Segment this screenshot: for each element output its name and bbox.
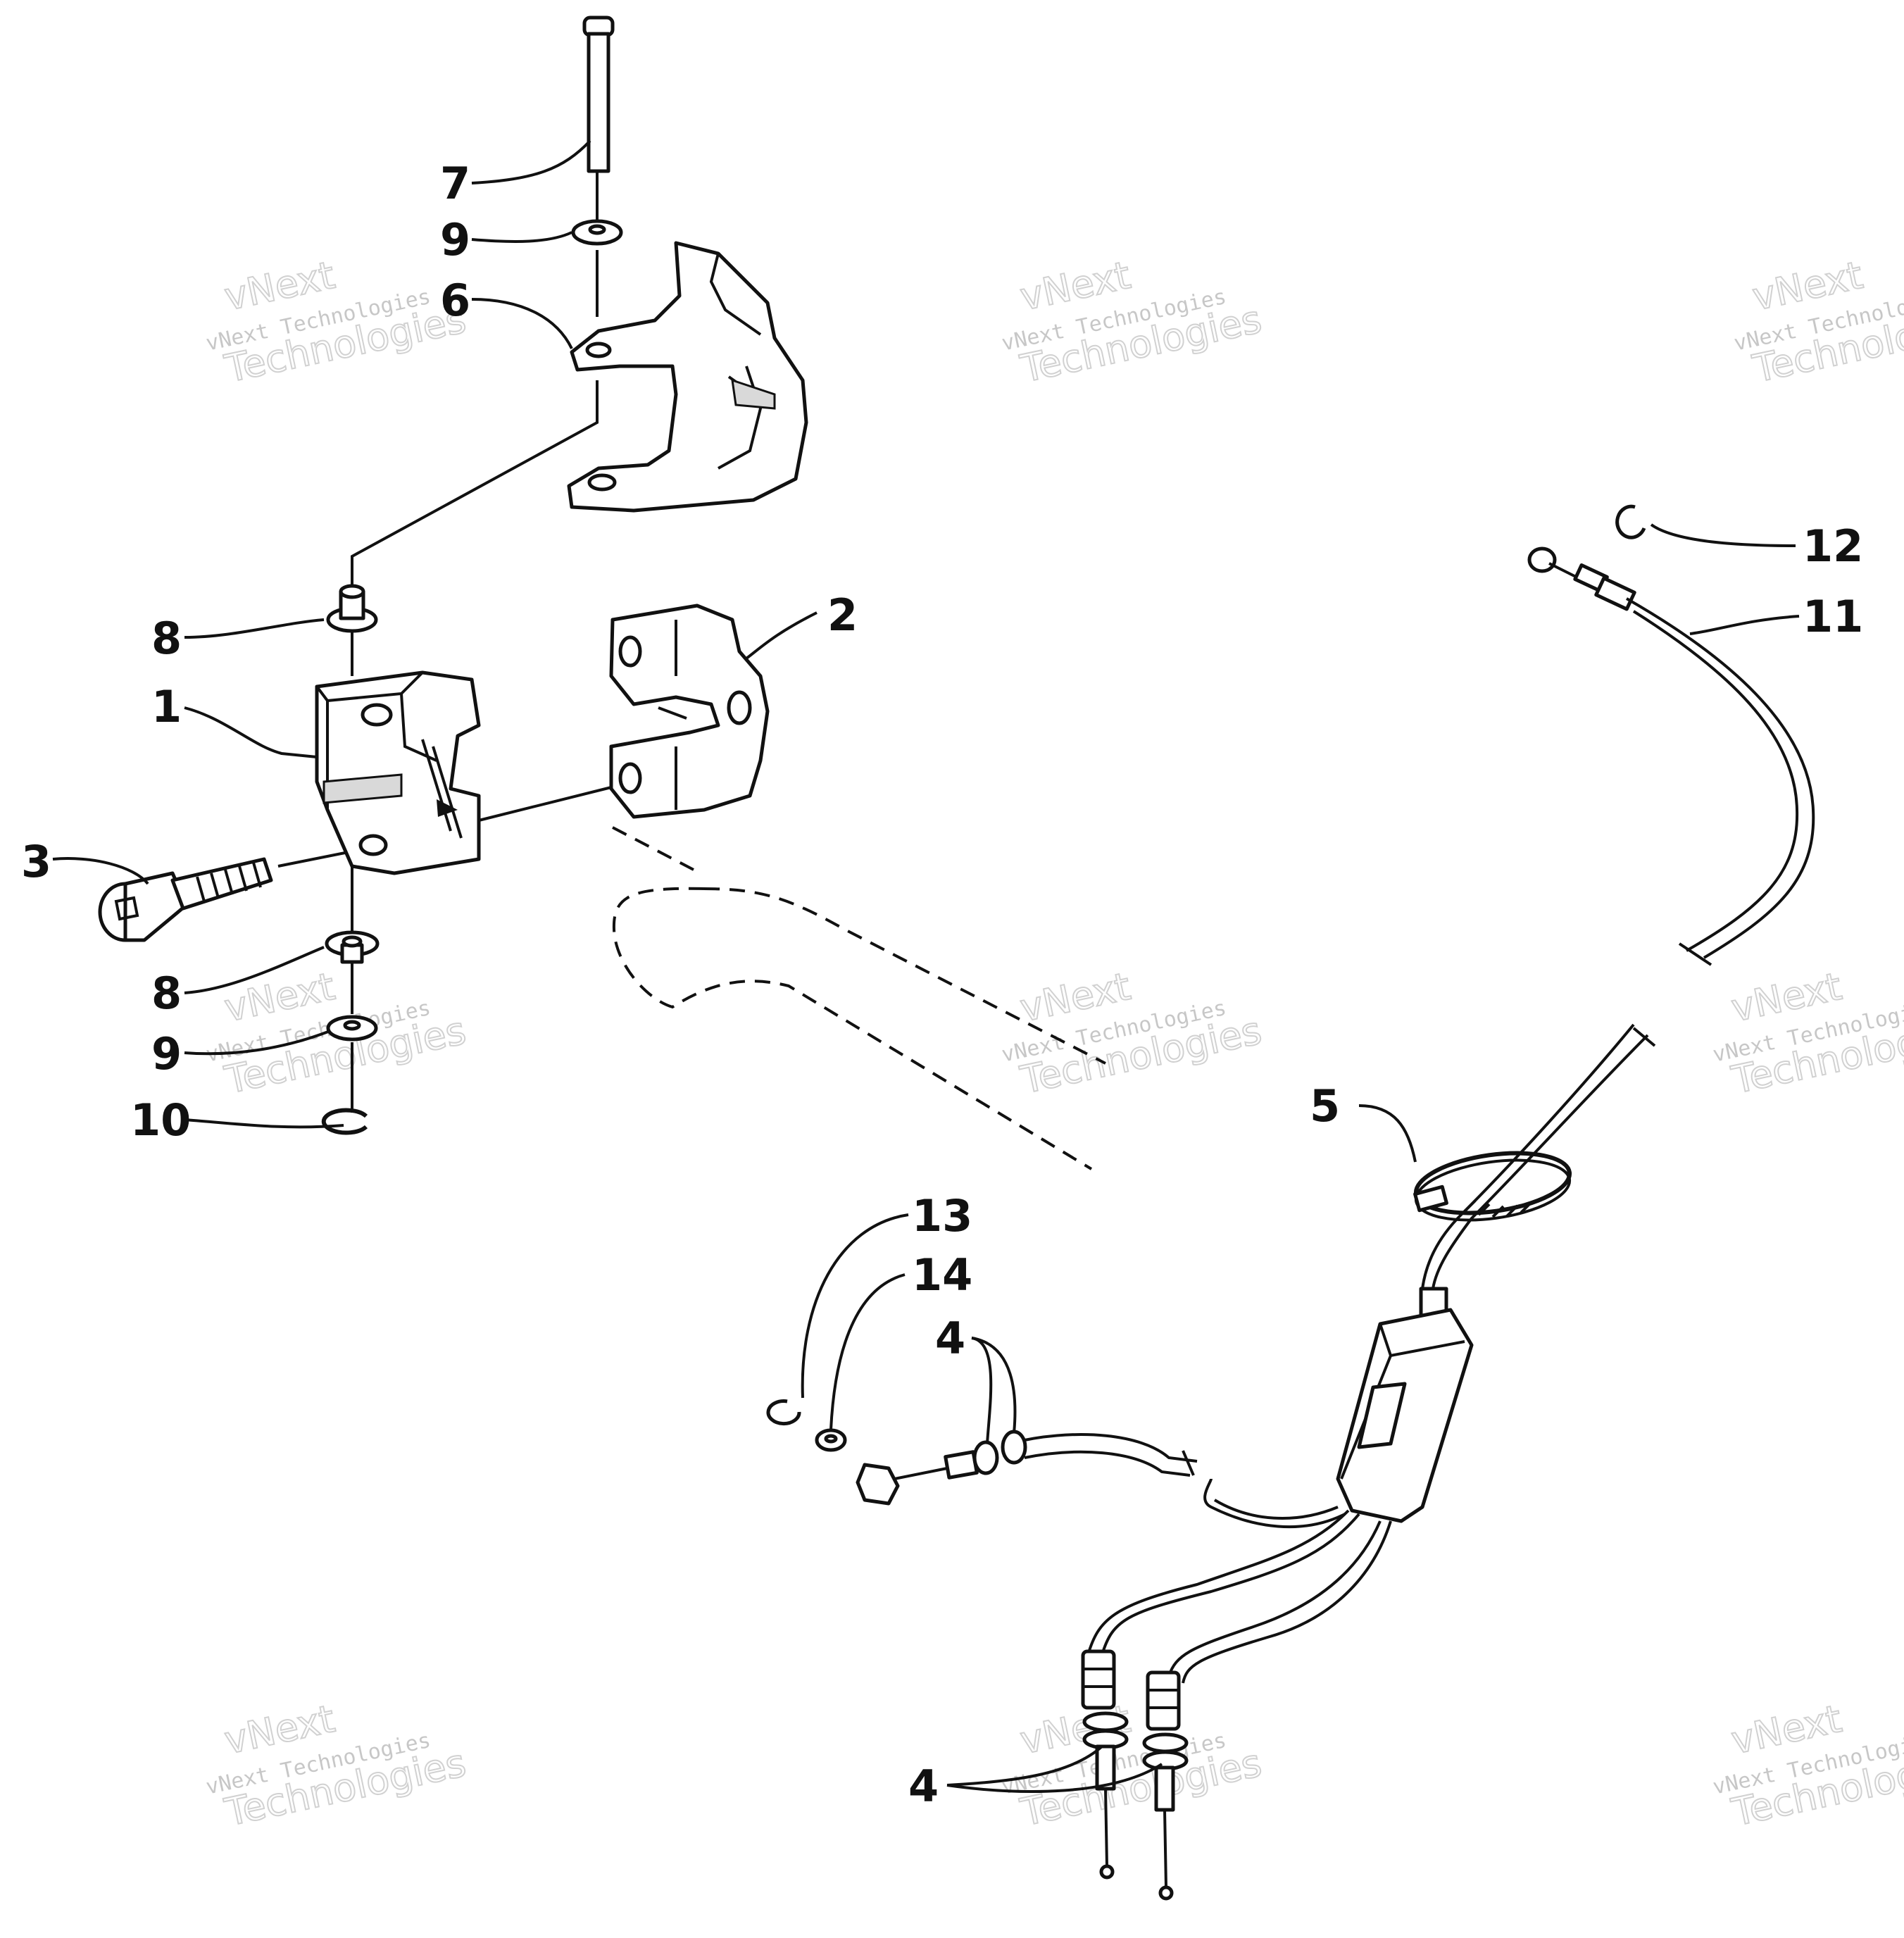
cable-lower — [1421, 1023, 1656, 1289]
callout-4-lower: 4 — [908, 1761, 939, 1812]
watermark: vNext vNext Technologies Technologies — [1710, 1696, 1904, 1836]
callout-11: 11 — [1803, 591, 1863, 642]
watermark: vNext vNext Technologies Technologies — [203, 252, 470, 392]
cable-11 — [1527, 546, 1815, 966]
watermark: vNext vNext Technologies Technologies — [999, 1696, 1266, 1836]
callout-1: 1 — [151, 681, 182, 732]
callouts: 7 9 6 8 1 2 3 8 9 10 12 11 5 13 14 4 4 — [21, 158, 1863, 1812]
callout-10: 10 — [130, 1094, 191, 1146]
callout-9-top: 9 — [440, 214, 470, 265]
hose-clamp-5 — [1413, 1151, 1572, 1222]
assembly-lines — [277, 169, 620, 1113]
callout-4-upper: 4 — [935, 1313, 965, 1364]
cable-fitting-4-small — [856, 1430, 1198, 1506]
washer-9-bottom — [326, 1015, 378, 1042]
cable-fitting-4-left — [1081, 1649, 1129, 1880]
callout-7: 7 — [440, 158, 470, 209]
bushing-8-top — [326, 584, 378, 633]
handlebar-outline — [612, 826, 1106, 1170]
clamp-cap-2 — [609, 604, 770, 819]
cable-fitting-4-right — [1142, 1670, 1189, 1901]
clip-12 — [1615, 504, 1646, 539]
callout-13: 13 — [912, 1190, 972, 1242]
watermark: vNext vNext Technologies Technologies — [1731, 252, 1904, 392]
bushing-8-bottom — [325, 930, 380, 964]
cap-screw-3 — [98, 857, 273, 942]
callout-8-top: 8 — [151, 613, 182, 664]
clamp-block-1 — [315, 670, 481, 875]
lower-cables — [1086, 1478, 1392, 1684]
callout-6: 6 — [440, 275, 470, 326]
washer-14 — [815, 1428, 847, 1452]
washer-9-top — [571, 219, 623, 246]
watermark: vNext vNext Technologies Technologies — [999, 252, 1266, 392]
watermark: vNext vNext Technologies Technologies — [999, 963, 1266, 1104]
throttle-housing — [1336, 1287, 1474, 1523]
bracket-6 — [567, 241, 808, 513]
callout-12: 12 — [1803, 520, 1863, 572]
watermark: vNext vNext Technologies Technologies — [203, 1696, 470, 1836]
callout-3: 3 — [21, 836, 51, 887]
watermark: vNext vNext Technologies Technologies — [1710, 963, 1904, 1104]
watermark-layer: vNext vNext Technologies Technologies vN… — [203, 252, 1904, 1836]
callout-2: 2 — [827, 589, 858, 641]
leader-lines — [52, 139, 1800, 1793]
pin-7 — [582, 15, 615, 173]
callout-5: 5 — [1310, 1080, 1340, 1132]
lock-washer-10 — [321, 1108, 368, 1135]
callout-14: 14 — [912, 1249, 972, 1301]
clip-13 — [766, 1399, 801, 1426]
callout-8-bottom: 8 — [151, 968, 182, 1019]
callout-9-bottom: 9 — [151, 1028, 182, 1080]
